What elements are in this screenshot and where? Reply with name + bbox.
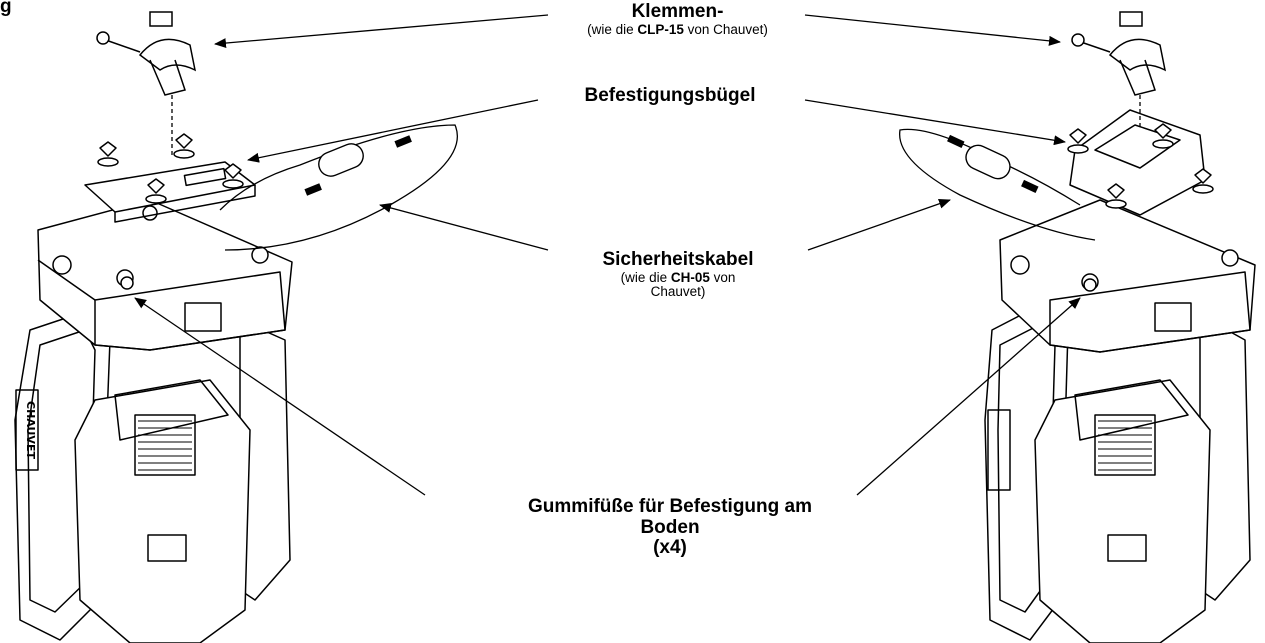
safety-arrow-left (379, 203, 549, 251)
clamp-arrow-right (804, 14, 1061, 46)
right-head (1034, 379, 1211, 643)
safety-cable-title: Sicherheitskabel (602, 249, 754, 270)
bracket-title: Befestigungsbügel (584, 85, 756, 106)
safety-arrow-right (807, 198, 951, 251)
rubber-feet-label: Gummifüße für Befestigung am Boden (x4) (455, 496, 885, 559)
left-clamp (96, 11, 197, 96)
right-safety-cable (899, 128, 1096, 241)
right-moving-head-fixture (984, 109, 1256, 643)
right-vent-grille (1094, 414, 1156, 476)
left-vent-grille (134, 414, 196, 476)
safety-cable-note: (wie die CH-05 von (620, 269, 736, 285)
clamp-label: Klemmen- (wie die CLP-15 von Chauvet) (520, 1, 835, 37)
left-head (74, 379, 251, 643)
right-clamp (1071, 11, 1167, 96)
left-brand-plate (15, 389, 39, 471)
left-base (37, 199, 293, 351)
figure-heading-fragment: g (0, 0, 12, 17)
clamp-note: (wie die CLP-15 von Chauvet) (587, 21, 768, 37)
rubber-feet-line3: (x4) (653, 537, 687, 559)
svg-text:CHAUVET: CHAUVET (24, 401, 37, 459)
bracket-label: Befestigungsbügel (520, 85, 820, 107)
left-moving-head-fixture: CHAUVET (14, 133, 293, 643)
clamp-title: Klemmen- (631, 1, 724, 22)
right-rubber-foot (1083, 278, 1097, 292)
rubber-feet-line2: Boden (640, 516, 700, 538)
safety-cable-label: Sicherheitskabel (wie die CH-05 von Chau… (548, 249, 808, 300)
left-safety-cable (219, 124, 458, 251)
right-brand-plate (987, 409, 1011, 491)
safety-cable-note-line2: Chauvet) (650, 284, 706, 300)
clamp-arrow-left (214, 14, 549, 49)
rubber-feet-line1: Gummifüße für Befestigung am (528, 496, 812, 517)
bracket-arrow-right (804, 99, 1066, 146)
bracket-arrow-left (247, 99, 539, 163)
feet-leader-left (134, 297, 426, 496)
feet-leader-right (856, 297, 1081, 496)
left-rubber-foot (120, 276, 134, 290)
